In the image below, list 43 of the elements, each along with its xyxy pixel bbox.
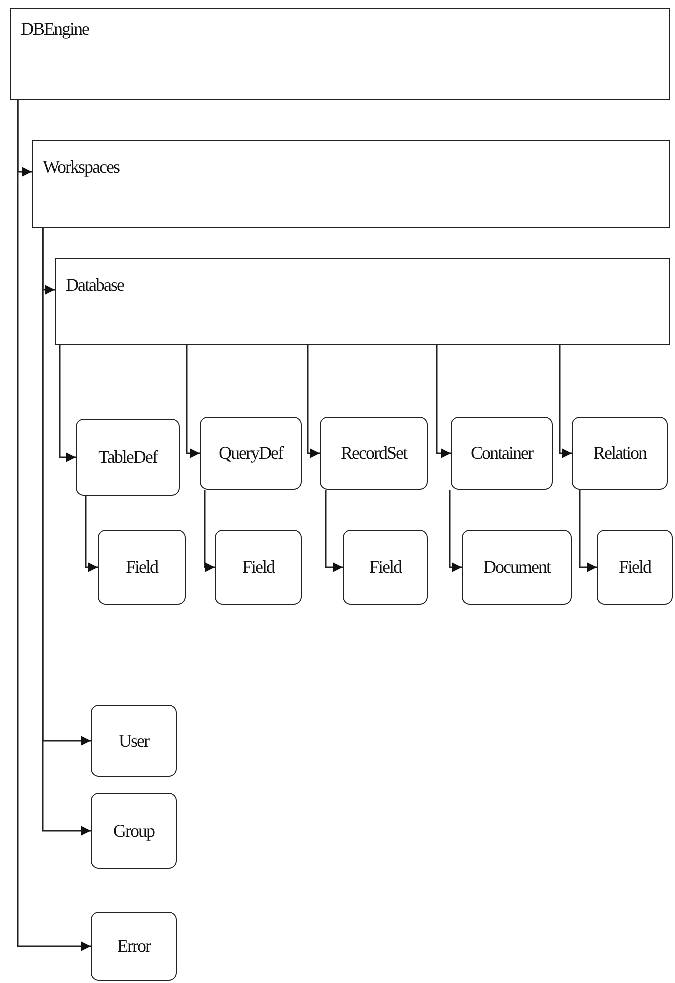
container-box xyxy=(10,8,670,100)
object-name: Workspaces xyxy=(43,157,120,178)
object-name: Group xyxy=(114,820,154,842)
object-box xyxy=(98,530,186,605)
object-name: Container xyxy=(471,443,533,464)
container-box xyxy=(32,140,670,228)
object-box xyxy=(91,793,177,869)
connector-arrow xyxy=(449,490,462,572)
object-name: Field xyxy=(369,557,402,578)
connector-arrow xyxy=(436,345,451,458)
container-box xyxy=(55,258,670,345)
object-name: User xyxy=(119,730,149,752)
connector-arrow xyxy=(59,345,76,462)
object-box xyxy=(200,417,302,490)
object-box xyxy=(76,419,180,496)
object-name: Relation xyxy=(594,443,646,464)
object-box xyxy=(572,417,668,490)
connector-arrow xyxy=(559,345,572,458)
connector-arrow xyxy=(579,490,597,572)
object-box xyxy=(462,530,572,605)
object-name: Error xyxy=(118,936,150,957)
connector-arrow xyxy=(325,490,343,572)
object-name: Field xyxy=(242,557,274,578)
object-box xyxy=(215,530,302,605)
object-name: Field xyxy=(618,557,651,578)
object-box xyxy=(451,417,553,490)
connector-arrow xyxy=(186,345,200,458)
object-name: Database xyxy=(66,275,124,296)
connector-arrow xyxy=(307,345,320,458)
connector-arrow xyxy=(17,100,91,952)
connector-arrow xyxy=(85,496,98,572)
object-box xyxy=(91,705,177,777)
connector-arrow xyxy=(204,490,215,572)
object-box xyxy=(91,912,177,981)
object-name: TableDef xyxy=(98,447,158,468)
object-name: DBEngine xyxy=(21,19,89,40)
object-box xyxy=(597,530,673,605)
object-name: Document xyxy=(484,557,550,578)
object-name: RecordSet xyxy=(341,443,407,464)
object-box xyxy=(320,417,428,490)
object-box xyxy=(343,530,428,605)
object-name: QueryDef xyxy=(219,443,283,464)
object-name: Field xyxy=(126,557,158,578)
